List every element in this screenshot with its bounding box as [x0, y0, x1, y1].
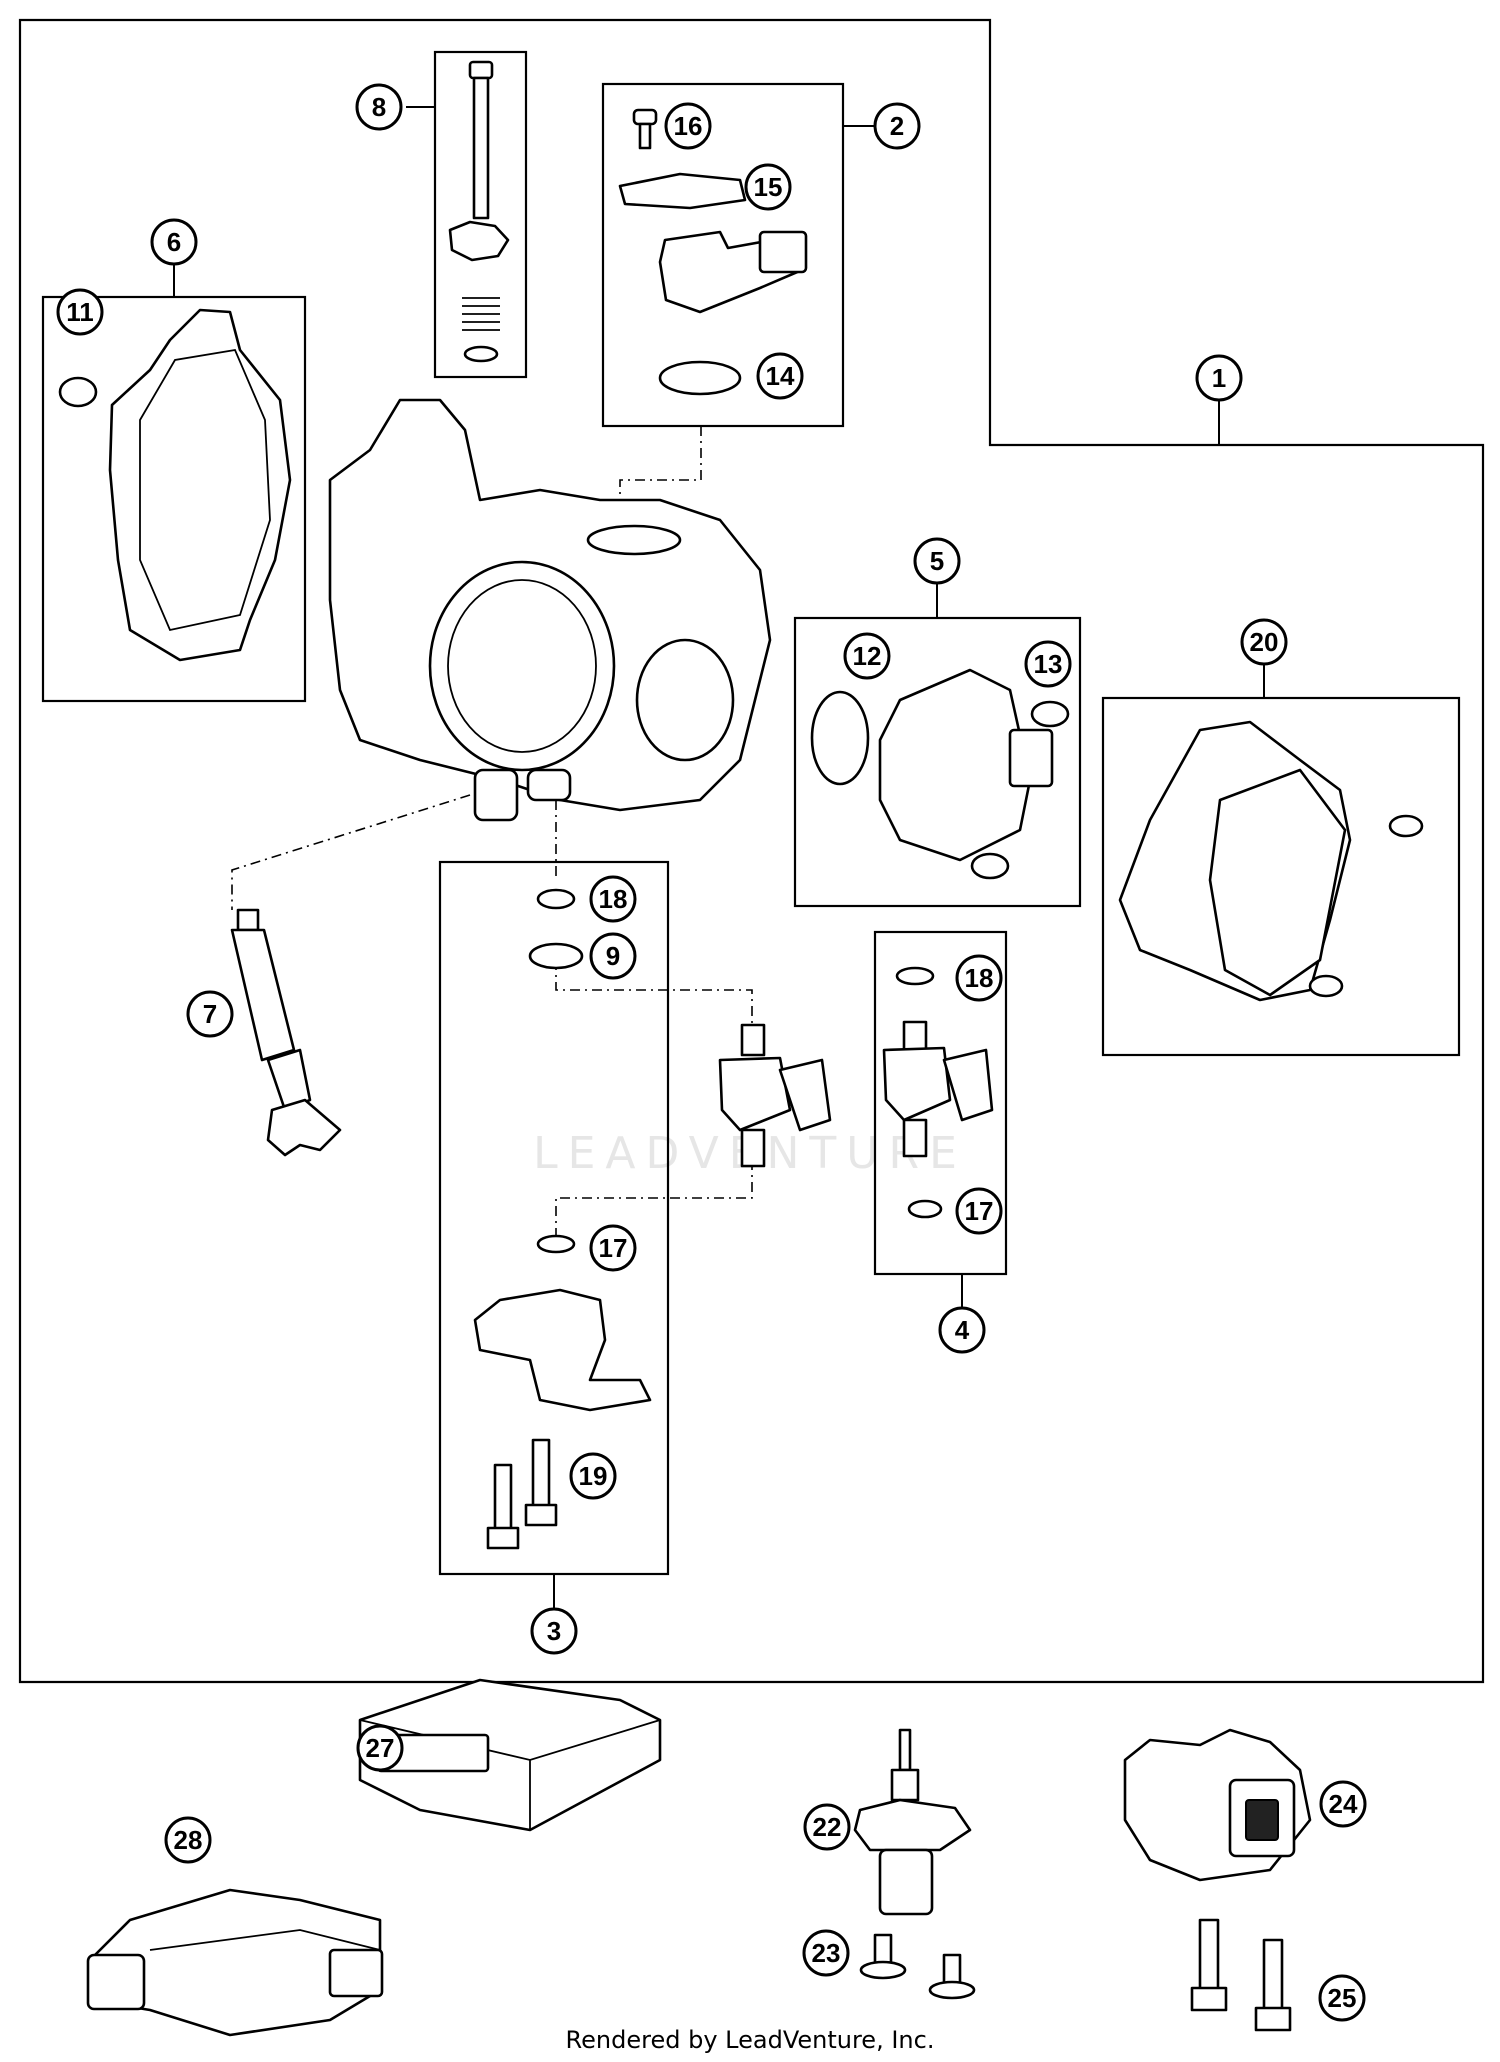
svg-text:1: 1: [1212, 363, 1226, 393]
svg-text:18: 18: [965, 963, 994, 993]
part-6-drawing: [58, 308, 292, 662]
svg-text:25: 25: [1328, 1983, 1357, 2013]
callout-16: 16: [664, 102, 712, 150]
assembly-outline-1: [18, 18, 1485, 1684]
callout-15: 15: [744, 163, 792, 211]
svg-text:2: 2: [890, 111, 904, 141]
callout-5: 5: [913, 537, 961, 585]
svg-text:11: 11: [66, 297, 94, 327]
callout-4: 4: [938, 1306, 986, 1354]
callout-18-b: 18: [955, 954, 1003, 1002]
callout-1: 1: [1195, 354, 1243, 402]
box-4: [873, 930, 1008, 1276]
svg-text:16: 16: [674, 111, 703, 141]
callout-17-a: 17: [589, 1224, 637, 1272]
part-7-drawing: [230, 908, 342, 1157]
svg-text:19: 19: [579, 1461, 608, 1491]
callout-3: 3: [530, 1607, 578, 1655]
svg-text:20: 20: [1250, 627, 1279, 657]
callout-17-b: 17: [955, 1187, 1003, 1235]
callout-13: 13: [1024, 640, 1072, 688]
part-22-drawing: [853, 1728, 972, 1916]
part-8-drawing: [448, 60, 510, 363]
callout-14: 14: [756, 352, 804, 400]
part-3-drawing: [473, 888, 832, 1550]
footer-credit: Rendered by LeadVenture, Inc.: [566, 2026, 935, 2054]
svg-text:3: 3: [547, 1616, 561, 1646]
svg-text:8: 8: [372, 92, 386, 122]
svg-text:22: 22: [813, 1812, 842, 1842]
svg-text:15: 15: [754, 172, 783, 202]
svg-text:9: 9: [606, 941, 620, 971]
svg-text:28: 28: [174, 1825, 203, 1855]
svg-text:6: 6: [167, 227, 181, 257]
svg-text:24: 24: [1329, 1789, 1358, 1819]
callout-8: 8: [355, 83, 403, 131]
part-24-drawing: [1123, 1728, 1312, 1882]
svg-text:14: 14: [766, 361, 795, 391]
callout-20: 20: [1240, 618, 1288, 666]
callout-28: 28: [164, 1816, 212, 1864]
svg-text:23: 23: [812, 1938, 841, 1968]
svg-text:17: 17: [599, 1233, 628, 1263]
svg-text:13: 13: [1034, 649, 1063, 679]
throttle-body-drawing: [328, 398, 772, 822]
svg-text:18: 18: [599, 884, 628, 914]
part-25-drawing: [1190, 1918, 1292, 2032]
callout-19: 19: [569, 1452, 617, 1500]
callout-11: 11: [56, 288, 104, 336]
part-5-drawing: [810, 668, 1070, 880]
svg-text:27: 27: [366, 1733, 395, 1763]
svg-text:17: 17: [965, 1196, 994, 1226]
callout-9: 9: [589, 932, 637, 980]
leader-lines: [173, 106, 1265, 1608]
part-4-drawing: [882, 966, 994, 1219]
part-28-drawing: [86, 1888, 384, 2037]
callout-22: 22: [803, 1803, 851, 1851]
svg-text:12: 12: [853, 641, 882, 671]
callout-2: 2: [873, 102, 921, 150]
svg-text:4: 4: [955, 1315, 970, 1345]
part-27-drawing: [358, 1678, 662, 1832]
box-20: [1101, 696, 1461, 1057]
callout-25: 25: [1318, 1974, 1366, 2022]
box-2: [601, 82, 845, 428]
part-20-drawing: [1118, 720, 1424, 1002]
svg-text:5: 5: [930, 546, 944, 576]
callout-6: 6: [150, 218, 198, 266]
callout-23: 23: [802, 1929, 850, 1977]
callout-24: 24: [1319, 1780, 1367, 1828]
part-23-drawing: [859, 1933, 976, 2000]
callout-27: 27: [356, 1724, 404, 1772]
callout-7: 7: [186, 990, 234, 1038]
callout-12: 12: [843, 632, 891, 680]
box-8: [433, 50, 528, 379]
callout-18-a: 18: [589, 875, 637, 923]
svg-text:7: 7: [203, 999, 217, 1029]
part-2-drawing: [618, 108, 808, 396]
